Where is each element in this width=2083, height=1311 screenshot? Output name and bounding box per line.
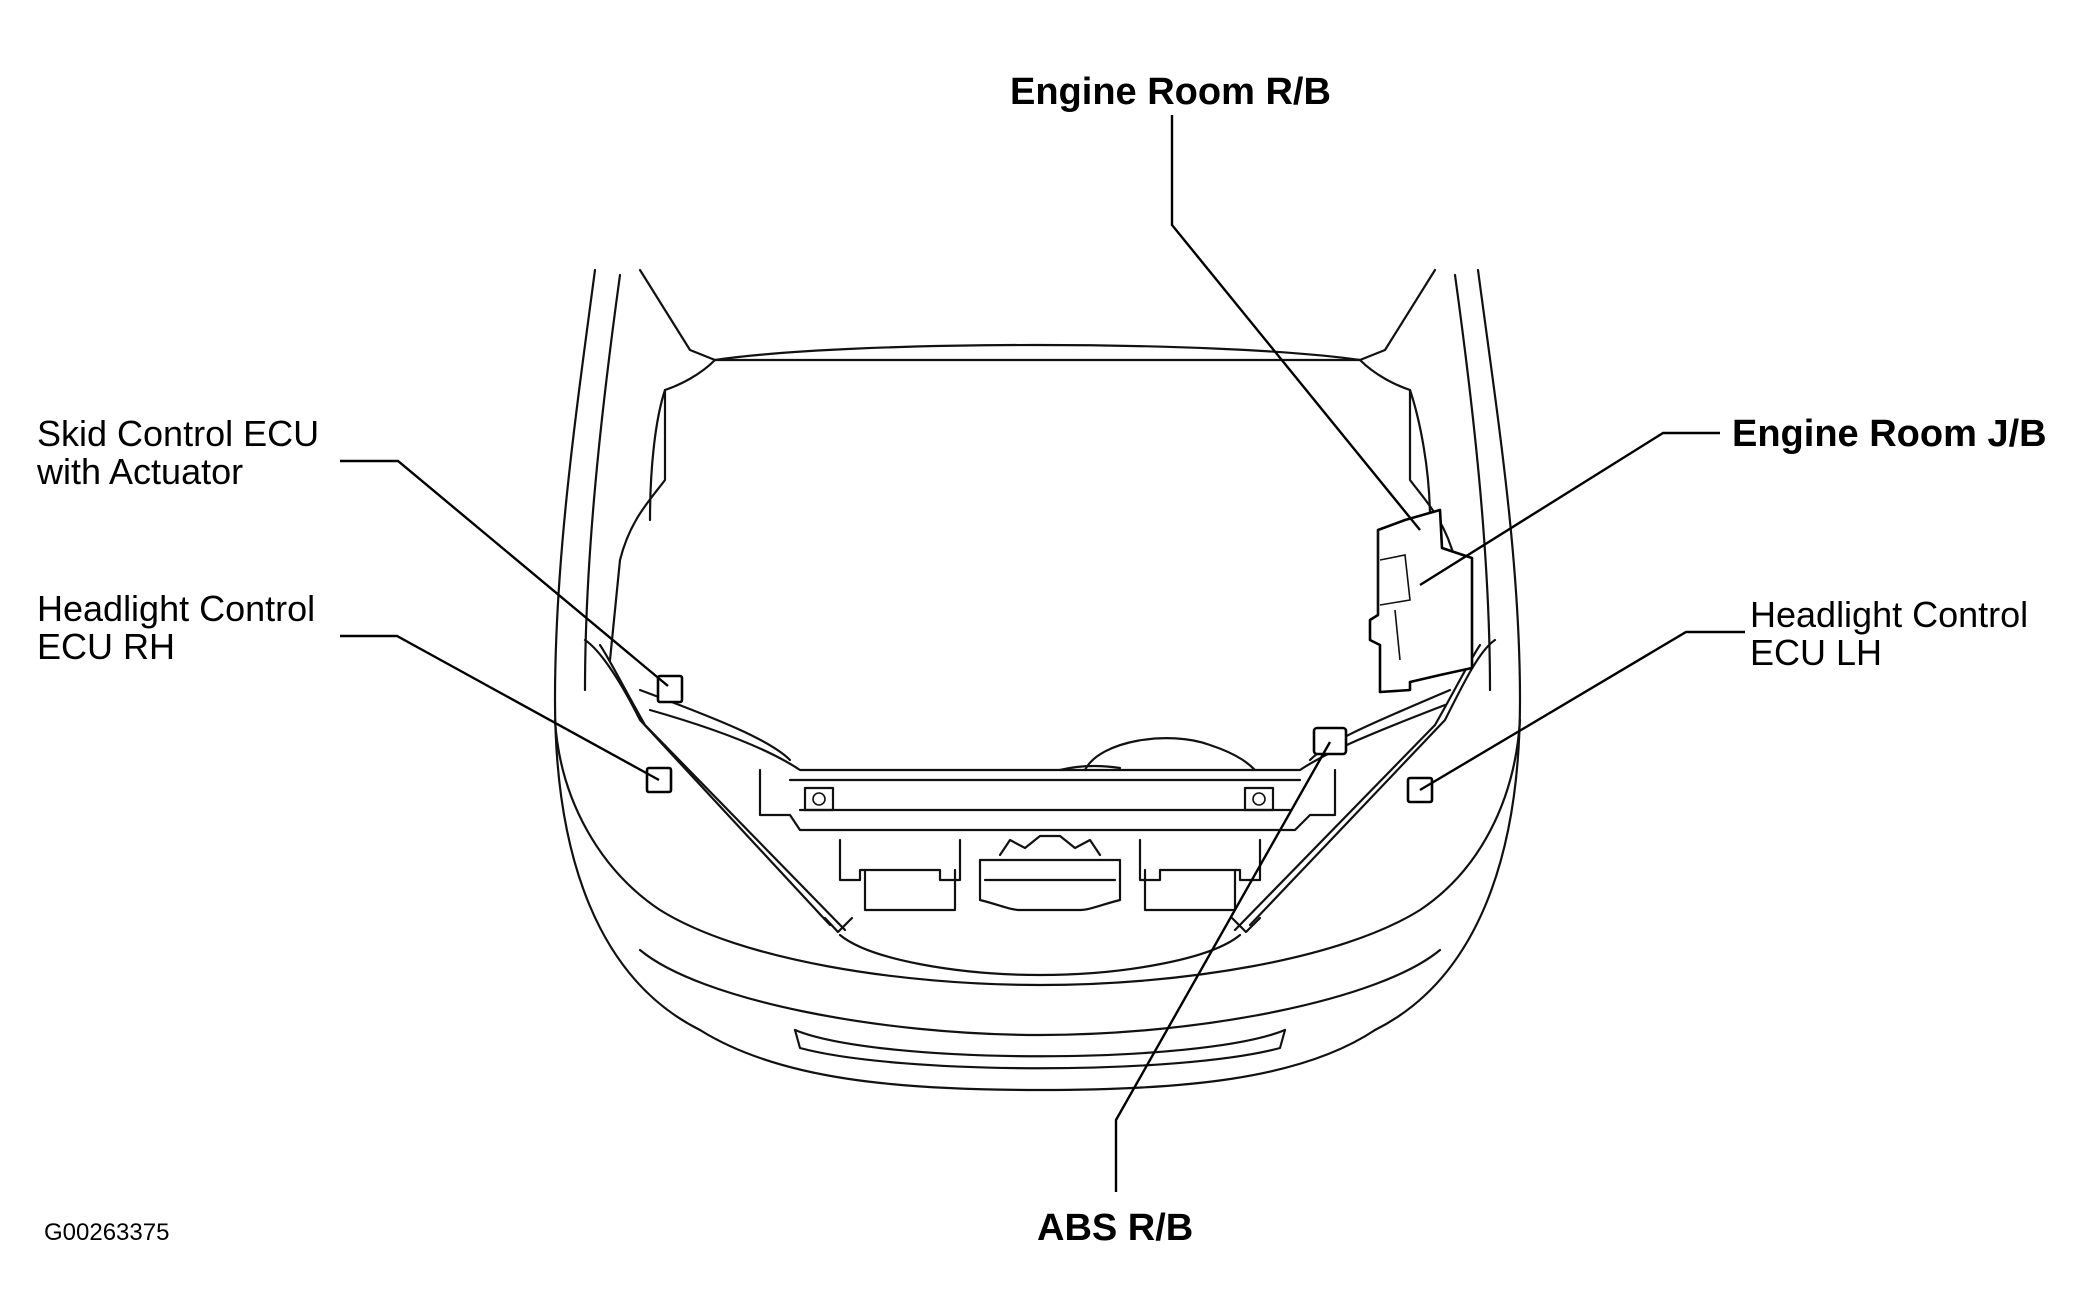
label-headlight-lh-line1: Headlight Control [1750, 594, 2028, 635]
label-skid-control-line1: Skid Control ECU [37, 413, 319, 454]
abs-rb-component [1312, 726, 1348, 756]
leader-skid-control [340, 459, 669, 687]
leader-headlight-rh [340, 634, 660, 782]
label-engine-room-jb: Engine Room J/B [1732, 413, 2047, 455]
label-headlight-rh-line2: ECU RH [37, 626, 175, 667]
label-headlight-rh-line1: Headlight Control [37, 588, 315, 629]
leader-engine-room-jb [1419, 431, 1720, 587]
label-headlight-lh-line2: ECU LH [1750, 632, 1882, 673]
leader-headlight-lh [1419, 630, 1745, 792]
figure-code: G00263375 [44, 1219, 169, 1246]
label-abs-rb: ABS R/B [1037, 1207, 1193, 1249]
vehicle-front-outline [553, 268, 1522, 1092]
leader-lines [340, 115, 1745, 1192]
leader-engine-room-rb [1170, 115, 1421, 531]
label-skid-control-line2: with Actuator [36, 451, 243, 492]
leader-abs-rb [1114, 741, 1332, 1192]
engine-room-jb-component [1368, 508, 1474, 694]
label-engine-room-rb: Engine Room R/B [1010, 71, 1331, 113]
